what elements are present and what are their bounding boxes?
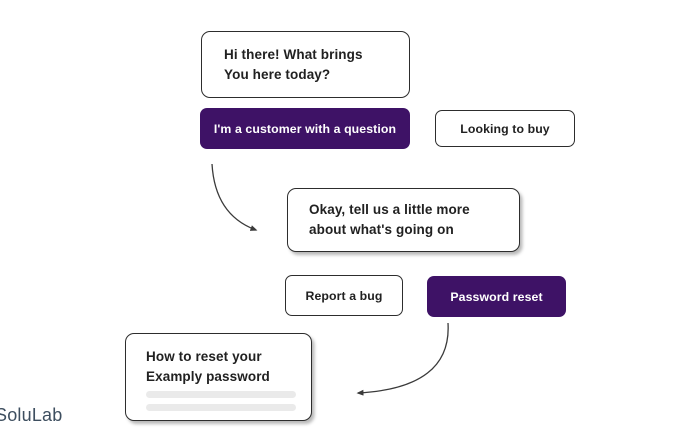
help-article-title: How to reset your Examply password — [146, 349, 270, 384]
solulab-logo: SoluLab — [0, 405, 63, 425]
bot-message-welcome: Hi there! What brings You here today? — [201, 31, 410, 98]
connector-arrow-2 — [356, 322, 449, 396]
quick-reply-password-reset-button[interactable]: Password reset — [427, 276, 566, 317]
placeholder-text-line — [146, 391, 296, 398]
placeholder-text-line — [146, 404, 296, 411]
bot-message-welcome-text: Hi there! What brings You here today? — [224, 46, 363, 82]
quick-reply-customer-question-button[interactable]: I'm a customer with a question — [200, 108, 410, 149]
help-article-card: How to reset your Examply password — [125, 333, 312, 421]
connector-arrow-1 — [211, 163, 258, 231]
quick-reply-looking-to-buy-button[interactable]: Looking to buy — [435, 110, 575, 147]
quick-reply-report-bug-button[interactable]: Report a bug — [285, 275, 403, 316]
bot-message-followup-text: Okay, tell us a little more about what's… — [309, 202, 470, 237]
bot-message-followup: Okay, tell us a little more about what's… — [287, 188, 520, 252]
